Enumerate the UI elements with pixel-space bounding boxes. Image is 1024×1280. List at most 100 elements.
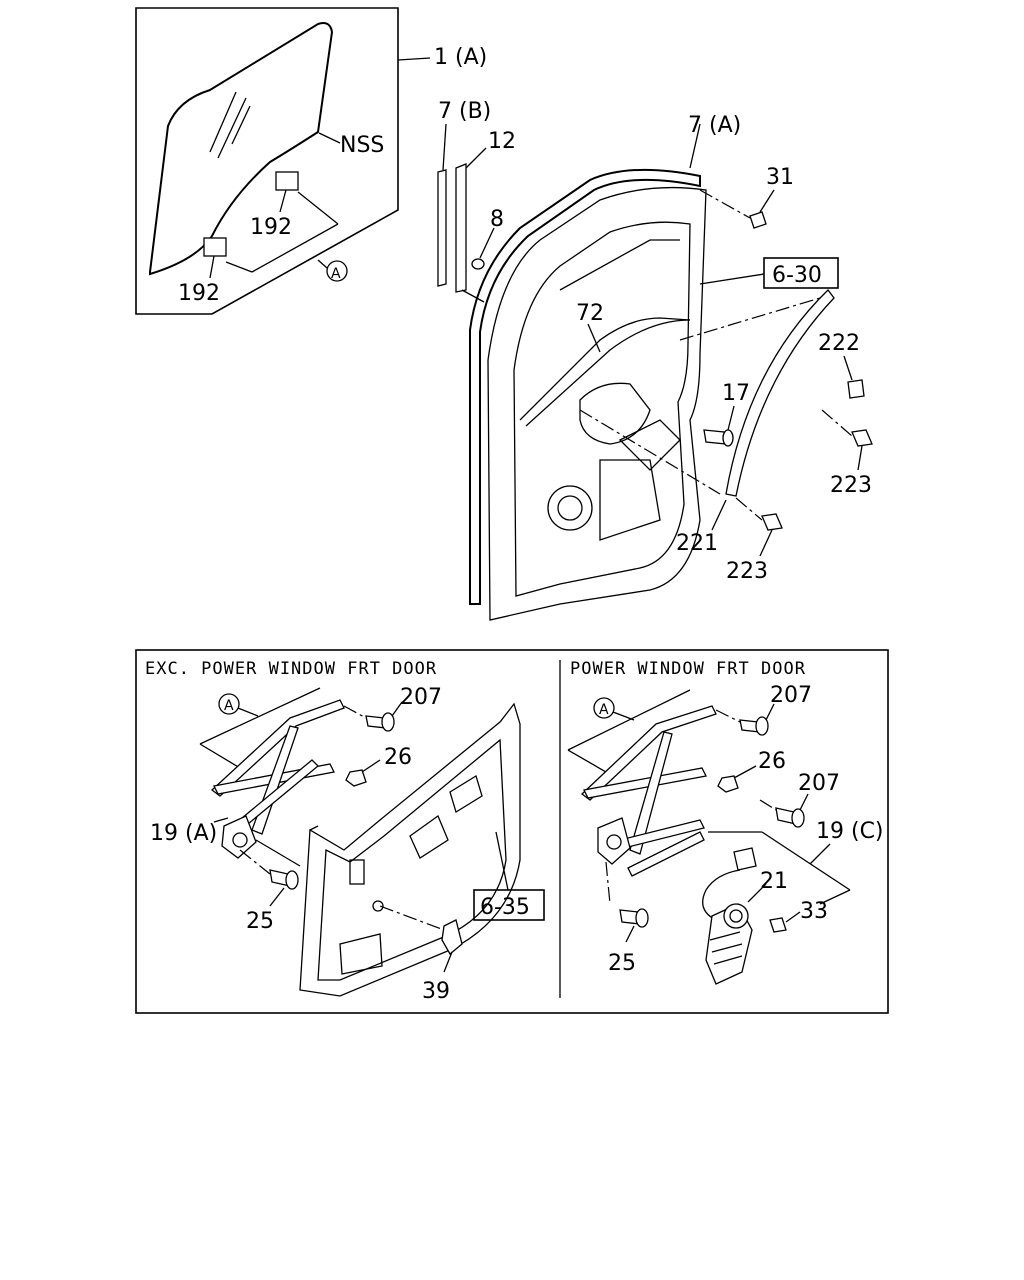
- exc-trim-pocket-1: [409, 814, 449, 859]
- exc-label-39: 39: [422, 979, 450, 1004]
- pw-label-33: 33: [800, 899, 828, 924]
- label-72: 72: [576, 301, 604, 326]
- exc-bolt-207-centerline: [343, 705, 367, 719]
- exc-gear-housing: [221, 815, 257, 859]
- ref-6-35-leader: [495, 831, 509, 891]
- garnish-centerline-lower: [579, 409, 721, 495]
- exc-ref-a-bracket-low: [199, 743, 241, 769]
- exc-label-207: 207: [400, 685, 442, 710]
- cap-222: [847, 379, 865, 399]
- exc-power-window-section: EXC. POWER WINDOW FRT DOOR: [145, 659, 545, 1004]
- pw-bolt-207-right-leader: [799, 793, 809, 811]
- pw-lower-arm: [627, 831, 705, 877]
- door-inner-flange: [513, 221, 691, 597]
- exc-trim-handle-hole: [372, 900, 384, 912]
- bolt-17-head: [722, 429, 734, 447]
- pw-label-19c: 19 (C): [816, 819, 884, 844]
- exc-ref-a-bracket-top: [199, 687, 321, 745]
- exc-trim-align-line: [255, 839, 301, 867]
- label-7a: 7 (A): [688, 113, 741, 138]
- run-channel-b-leader: [442, 123, 447, 171]
- glass-reflection-1: [209, 91, 237, 153]
- exc-bolt-207-leader: [391, 701, 403, 717]
- glass-reflection-3: [231, 105, 251, 145]
- screw-223-lower-centerline: [735, 497, 763, 521]
- exc-trim-switch-slot: [349, 859, 365, 885]
- exc-handle-39-leader: [443, 951, 453, 973]
- glass-inset-frame: [135, 7, 399, 315]
- ref-a-circle: [326, 260, 348, 282]
- exc-19a-leader: [213, 817, 229, 823]
- ref-a-leader-3: [251, 223, 339, 273]
- label-7b: 7 (B): [438, 99, 491, 124]
- pw-screw-33-bracket: [819, 889, 851, 905]
- pw-bolt-207-upper-head: [755, 716, 769, 736]
- screw-31: [749, 211, 767, 229]
- clip-upper-leader: [279, 189, 287, 213]
- regulator-box: [135, 649, 889, 1014]
- channel-12-leader: [465, 147, 487, 169]
- exc-nut-26-leader: [361, 759, 381, 773]
- door-glass: [149, 22, 334, 276]
- pw-gear-pivot: [606, 834, 622, 850]
- door-assembly: 7 (B) 12 8 7 (A) 31 6-30 72 17 222 223 2…: [437, 99, 873, 621]
- pw-screw-33: [769, 917, 787, 933]
- exc-bolt-25-centerline: [239, 849, 271, 875]
- weatherstrip-a-leader: [689, 123, 701, 169]
- pw-lift-arm: [629, 731, 673, 855]
- ref-6-30-leader: [699, 273, 765, 285]
- pw-bolt-207-upper-leader: [765, 703, 775, 721]
- exc-trim-armrest-pocket: [339, 933, 383, 975]
- label-nss: NSS: [340, 133, 384, 158]
- pw-label-21: 21: [760, 869, 788, 894]
- exc-handle-39-centerline: [379, 905, 445, 931]
- exc-label-25: 25: [246, 909, 274, 934]
- pw-19c-bracket-b: [761, 831, 851, 891]
- glass-clip-lower: [203, 237, 227, 257]
- label-8: 8: [490, 207, 504, 232]
- pw-label-207-right: 207: [798, 771, 840, 796]
- exc-label-6-35: 6-35: [480, 895, 530, 920]
- speaker-hole-inner: [557, 495, 583, 521]
- screw-223-upper: [851, 429, 873, 447]
- pw-nut-26-leader: [733, 765, 757, 779]
- label-1a: 1 (A): [434, 45, 487, 70]
- label-6-30: 6-30: [772, 263, 822, 288]
- pw-gear-housing: [597, 817, 631, 865]
- label-223-upper: 223: [830, 473, 872, 498]
- exc-label-26: 26: [384, 745, 412, 770]
- label-12: 12: [488, 129, 516, 154]
- clip-8-leader: [479, 227, 495, 259]
- pw-connector: [733, 847, 757, 871]
- exc-handle-39: [441, 919, 463, 955]
- ref-box-6-30: [763, 257, 839, 289]
- label-31: 31: [766, 165, 794, 190]
- screw-31-leader: [759, 189, 775, 213]
- pw-19c-leader: [809, 843, 831, 865]
- cap-222-leader: [843, 355, 853, 381]
- pw-motor-gear: [723, 903, 749, 929]
- run-channel-b: [437, 169, 447, 287]
- screw-223-lower: [761, 513, 783, 531]
- pw-bolt-207-upper-centerline: [715, 709, 741, 723]
- part-1a-leader: [397, 57, 431, 61]
- pw-bolt-25-leader: [625, 925, 635, 943]
- pw-label-25: 25: [608, 951, 636, 976]
- label-192-lower: 192: [178, 281, 220, 306]
- nss-leader: [318, 132, 341, 144]
- pw-label-26: 26: [758, 749, 786, 774]
- exc-trim-pocket-2: [449, 775, 483, 813]
- pw-ref-a-bracket-top: [567, 689, 691, 751]
- screw-31-centerline: [699, 189, 751, 219]
- glass-reflection-2: [217, 97, 247, 159]
- bolt-17-leader: [727, 405, 735, 431]
- label-221: 221: [676, 531, 718, 556]
- screw-223-upper-leader: [857, 445, 863, 471]
- exc-upper-rail: [210, 699, 345, 797]
- clip-8: [471, 258, 485, 270]
- pw-bolt-207-right-centerline: [759, 799, 777, 811]
- pw-bolt-207-right-head: [791, 808, 805, 828]
- door-inner-panel: [487, 186, 707, 621]
- screw-223-lower-leader: [759, 529, 773, 557]
